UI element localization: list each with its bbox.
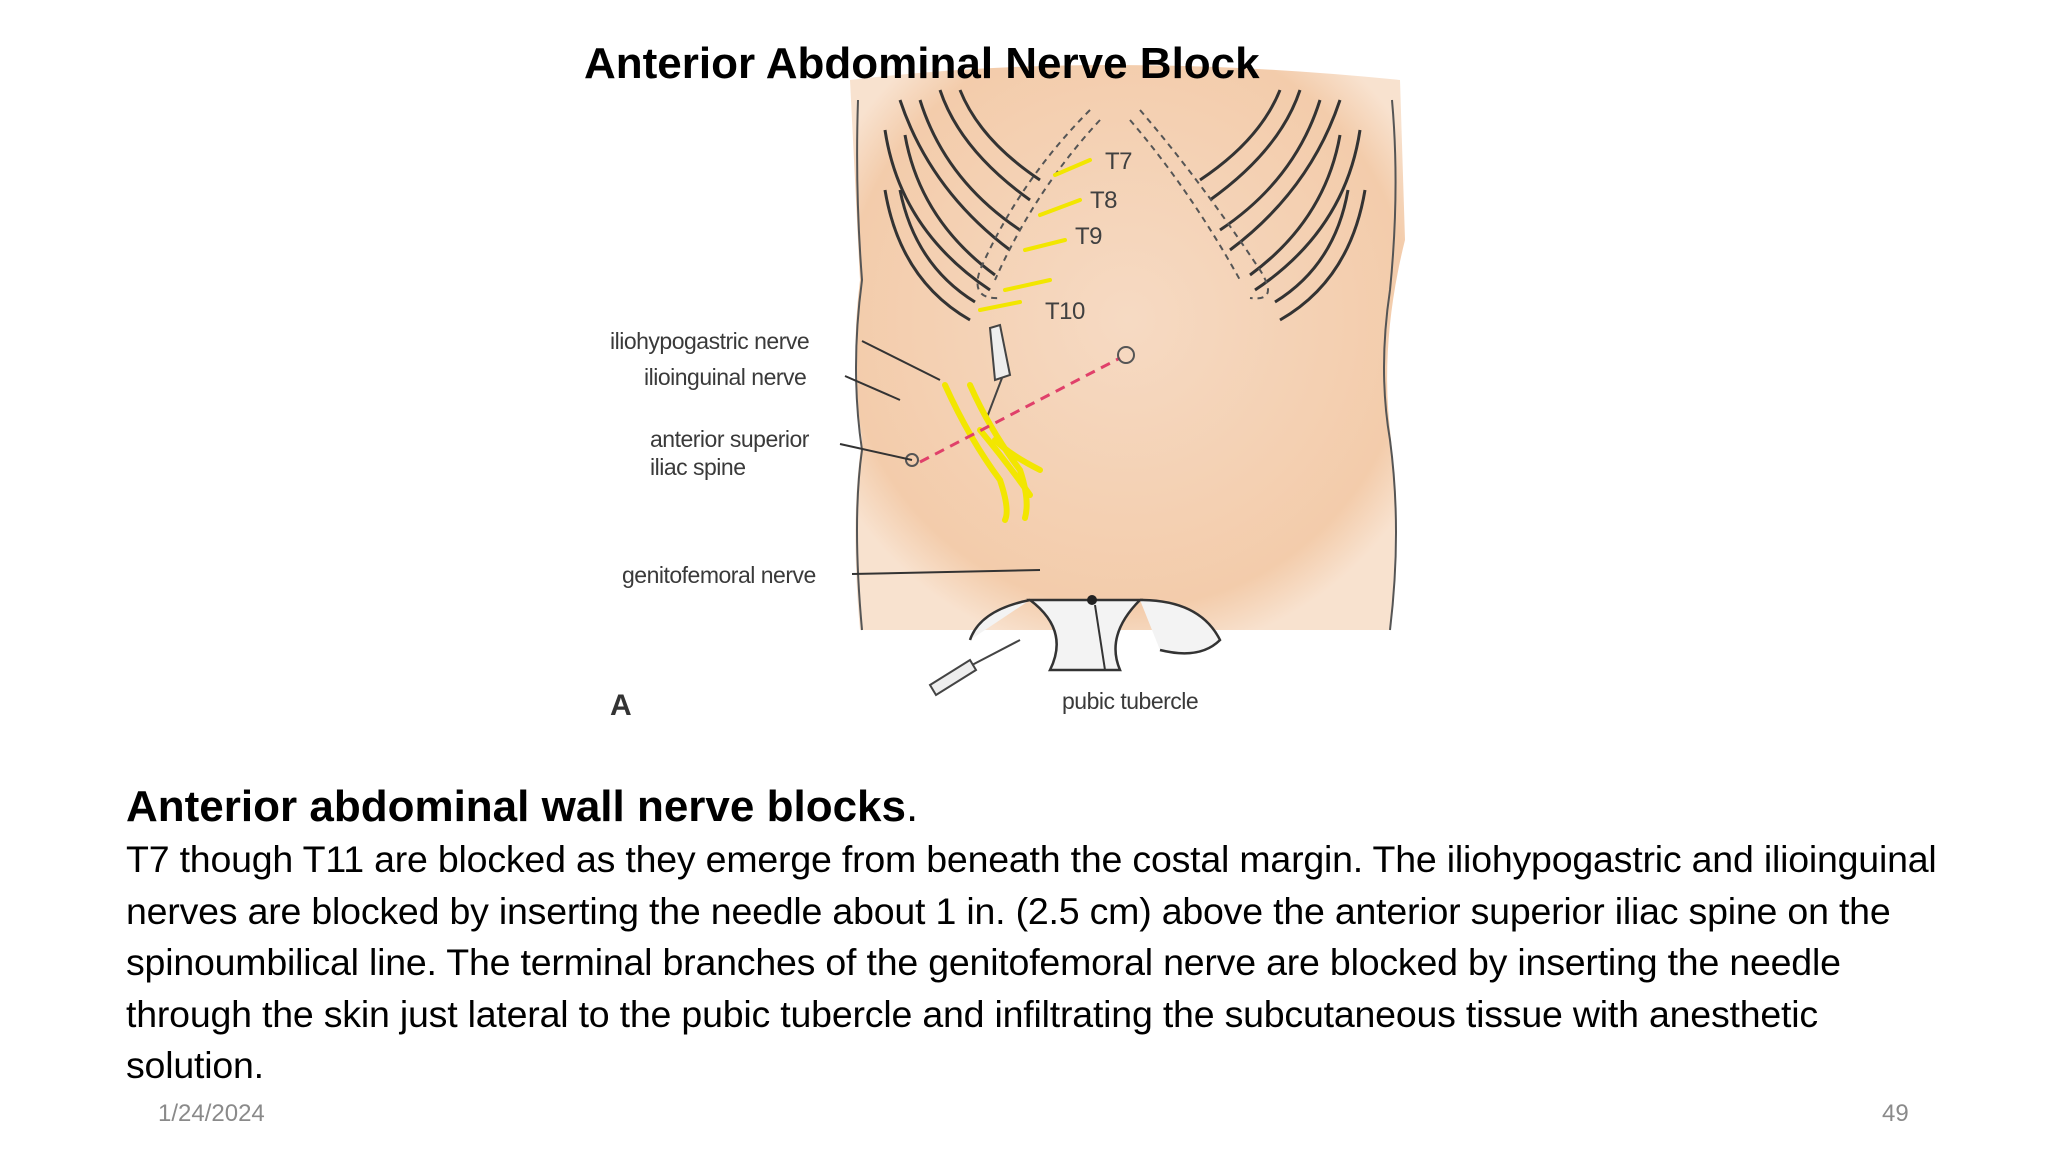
label-genitofemoral-nerve: genitofemoral nerve [622, 562, 816, 588]
label-asis-line2: iliac spine [650, 454, 746, 480]
anatomy-drawing [839, 65, 1405, 697]
section-heading: Anterior abdominal wall nerve blocks. [126, 780, 1956, 834]
footer-page-number: 49 [1882, 1100, 1909, 1127]
ilio-nerves [942, 382, 1043, 523]
needle-lower [928, 639, 1021, 697]
section-heading-period: . [906, 782, 919, 831]
pelvis [968, 598, 1222, 672]
umbilicus [1117, 346, 1135, 364]
label-iliohypogastric-nerve: iliohypogastric nerve [610, 328, 810, 354]
asis-point [905, 453, 919, 467]
label-pubic-tubercle: pubic tubercle [1062, 688, 1199, 714]
label-t10: T10 [1045, 298, 1085, 325]
slide-title: Anterior Abdominal Nerve Block [584, 39, 1260, 88]
costal-margin [976, 109, 1269, 300]
left-ribs [883, 89, 1041, 322]
needle-upper [985, 323, 1012, 421]
spinoumbilical-line [919, 356, 1121, 464]
section-heading-text: Anterior abdominal wall nerve blocks [126, 782, 906, 831]
pubic-tubercle-point [1087, 595, 1097, 605]
description-paragraph: T7 though T11 are blocked as they emerge… [126, 838, 1937, 1086]
label-asis-line1: anterior superior [650, 426, 809, 452]
right-ribs [1199, 89, 1367, 322]
footer-date: 1/24/2024 [158, 1100, 265, 1127]
label-t8: T8 [1090, 187, 1118, 214]
body-text: Anterior abdominal wall nerve blocks. T7… [126, 780, 1956, 1092]
label-t9: T9 [1075, 223, 1103, 250]
panel-label: A [610, 689, 632, 722]
intercostal-nerves [978, 158, 1092, 312]
abdominal-nerve-illustration: T7 T8 T9 T10 iliohypogastric nerve ilioi… [600, 40, 1420, 740]
label-ilioinguinal-nerve: ilioinguinal nerve [644, 364, 807, 390]
label-t7: T7 [1105, 148, 1133, 175]
